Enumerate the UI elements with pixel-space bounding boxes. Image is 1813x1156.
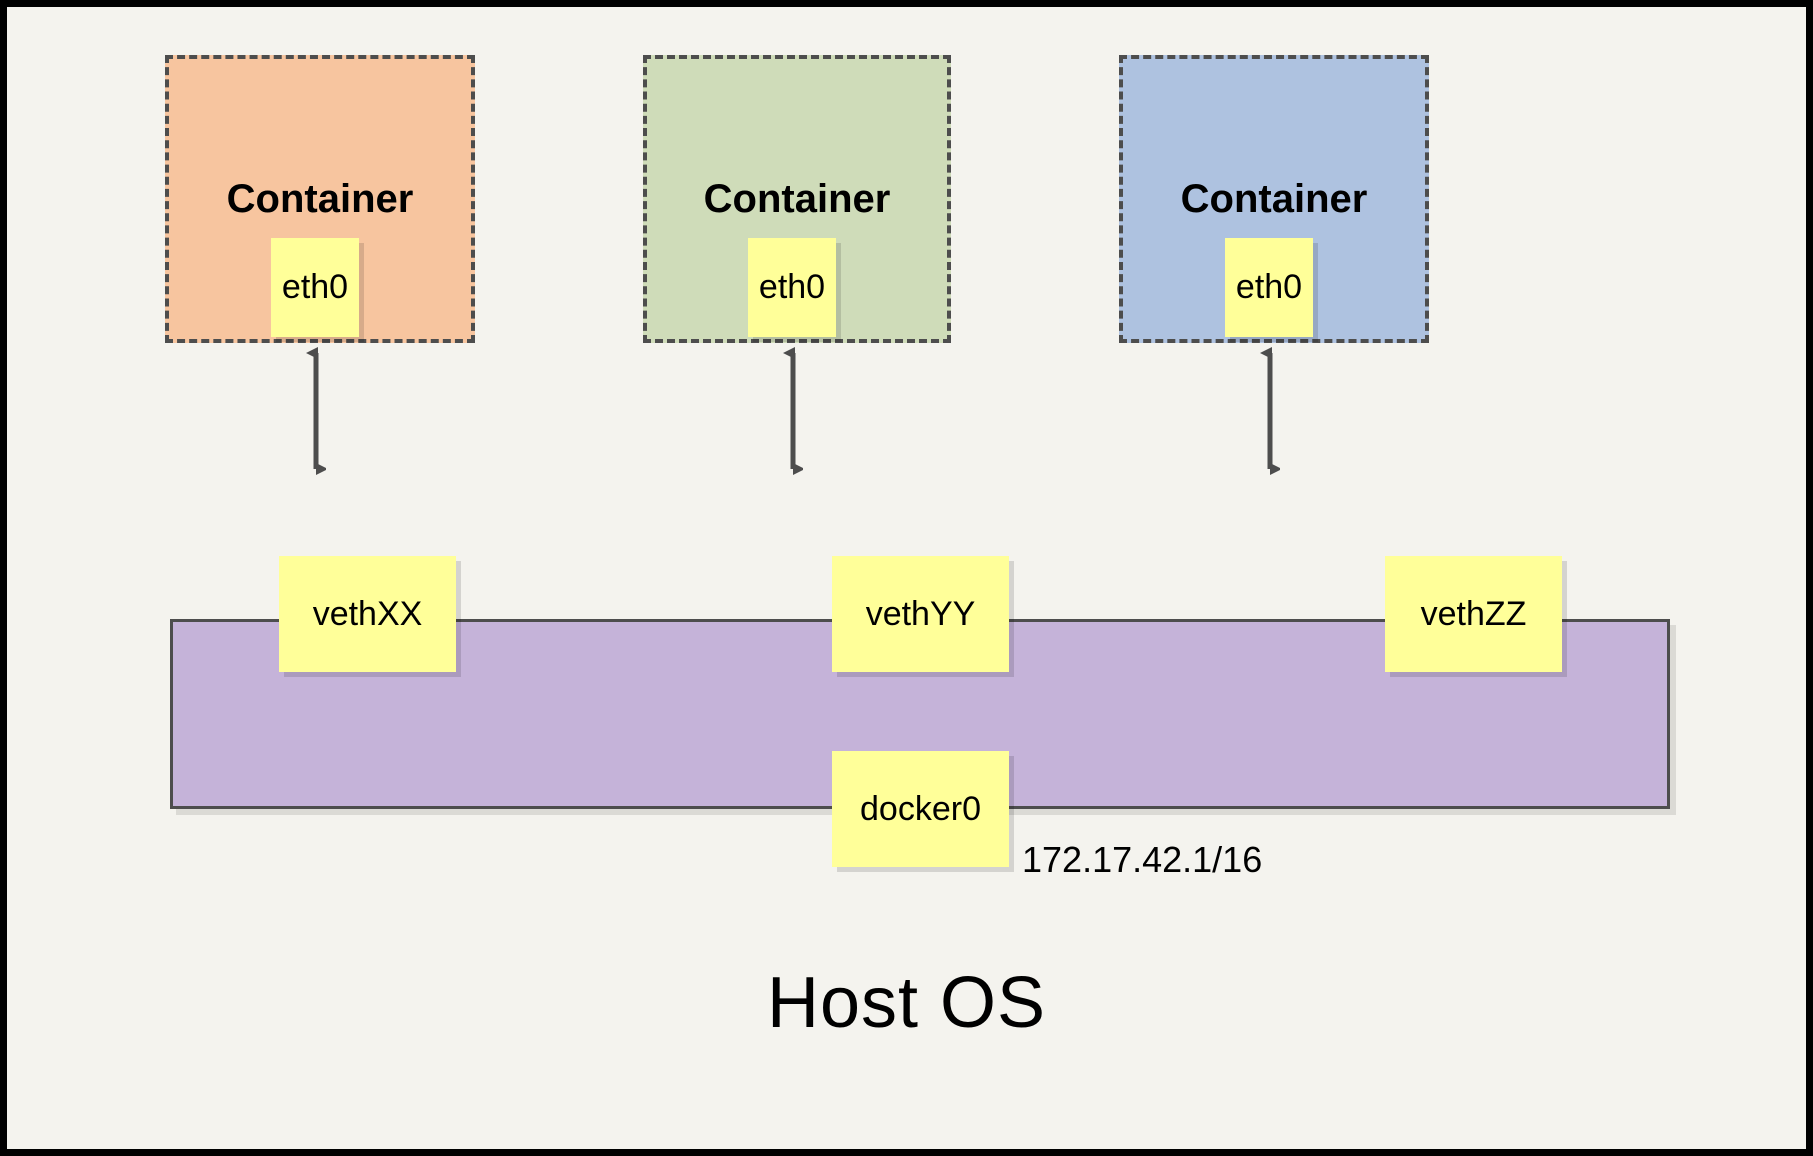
eth0-box-3: eth0	[1225, 238, 1313, 337]
eth0-box-1: eth0	[271, 238, 359, 337]
docker0-interface-label: docker0	[860, 789, 981, 828]
host-os-label: Host OS	[766, 963, 1047, 1043]
veth-label-yy: vethYY	[865, 594, 976, 633]
arrow-eth0-vethyy	[773, 341, 813, 481]
eth0-label-2: eth0	[758, 268, 826, 306]
veth-label-zz: vethZZ	[1420, 594, 1527, 633]
container-title-3: Container	[1180, 177, 1368, 221]
container-title-2: Container	[703, 177, 891, 221]
docker0-ip-label: 172.17.42.1/16	[1022, 839, 1263, 880]
veth-box-yy: vethYY	[832, 556, 1009, 672]
veth-box-zz: vethZZ	[1385, 556, 1562, 672]
arrow-eth0-vethxx	[296, 341, 336, 481]
arrow-eth0-vethzz	[1250, 341, 1290, 481]
eth0-label-1: eth0	[281, 268, 349, 306]
container-title-1: Container	[226, 177, 414, 221]
docker0-interface-box: docker0	[832, 751, 1009, 867]
veth-box-xx: vethXX	[279, 556, 456, 672]
eth0-box-2: eth0	[748, 238, 836, 337]
veth-label-xx: vethXX	[312, 594, 423, 633]
eth0-label-3: eth0	[1235, 268, 1303, 306]
